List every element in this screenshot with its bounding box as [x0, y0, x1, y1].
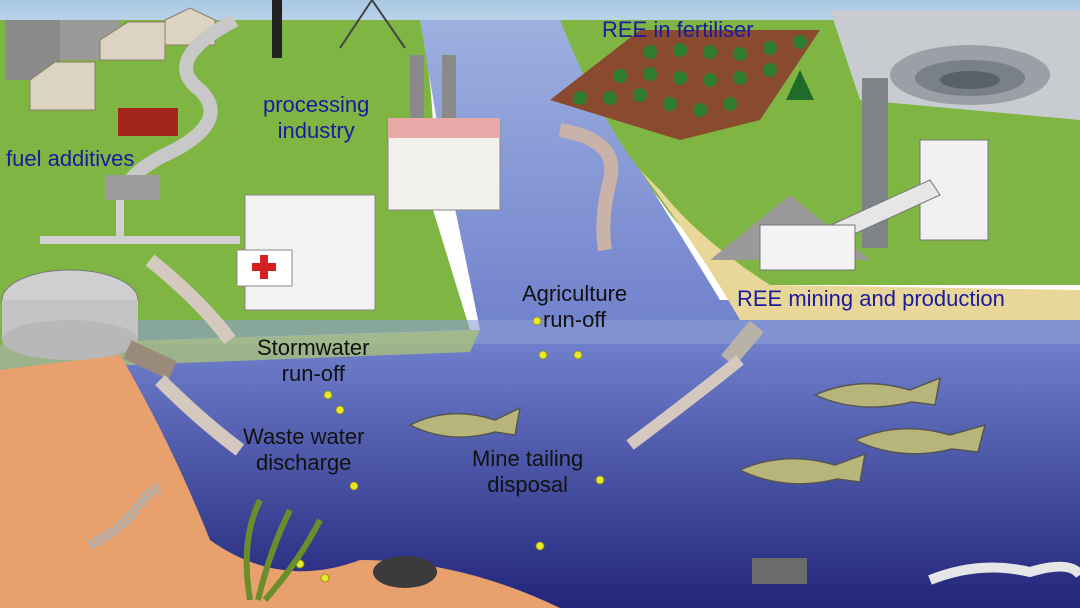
- ree-fertiliser-text: REE in fertiliser: [602, 17, 754, 42]
- right-beach: [640, 170, 1080, 320]
- fuel-additives-text: fuel additives: [6, 146, 135, 171]
- worm: [87, 483, 162, 550]
- stormwater-line2: run-off: [281, 361, 345, 387]
- agriculture-line2: run-off: [542, 307, 607, 333]
- house-1: [29, 61, 96, 111]
- fish-1: [408, 406, 522, 438]
- underwater-vehicle: [752, 558, 807, 584]
- ree-mining-label: REE mining and production: [737, 286, 1005, 312]
- factory-chimney-1: [410, 55, 424, 135]
- agriculture-line1: Agriculture: [522, 281, 628, 306]
- agriculture-runoff-label: Agriculture run-off: [522, 281, 627, 334]
- road: [117, 13, 239, 202]
- processing-industry-line2: industry: [277, 118, 355, 144]
- mine-tailing-line2: disposal: [487, 472, 568, 498]
- wastewater-line2: discharge: [256, 450, 352, 476]
- pipes: [40, 200, 240, 244]
- outflow-pipe: [123, 340, 177, 380]
- fish-3: [853, 423, 987, 455]
- seabed: [0, 355, 560, 608]
- power-pylon: [339, 0, 406, 49]
- ree-fertiliser-label: REE in fertiliser: [602, 17, 754, 43]
- red-cross: [252, 255, 276, 279]
- fertiliser-runoff-arrow: [558, 123, 619, 252]
- farm-field: [550, 30, 820, 140]
- pine-tree: [786, 70, 814, 100]
- stormwater-runoff-label: Stormwater run-off: [257, 335, 369, 388]
- plume: [928, 561, 1080, 585]
- wastewater-discharge-label: Waste water discharge: [243, 424, 364, 477]
- ree-mining-text: REE mining and production: [737, 286, 1005, 311]
- stormwater-line1: Stormwater: [257, 335, 370, 360]
- fish-group: [408, 376, 987, 485]
- processing-industry-line1: processing: [263, 92, 370, 117]
- factory-roof: [388, 118, 500, 138]
- mine-tailing-arrow: [626, 355, 744, 450]
- fish-4: [738, 452, 866, 485]
- fire-truck: [118, 108, 178, 136]
- processing-industry-label: processing industry: [263, 92, 369, 145]
- ree-particles: [295, 316, 605, 583]
- storm-drain-grate: [105, 175, 160, 200]
- wastewater-arrow: [155, 375, 245, 456]
- fish-2: [813, 376, 941, 408]
- crusher-building: [759, 224, 856, 271]
- mussels: [373, 556, 437, 588]
- wastewater-line1: Waste water: [243, 424, 365, 449]
- mine-outflow-pipe: [720, 320, 764, 367]
- wind-turbine: [272, 0, 282, 58]
- crop-plants: [573, 35, 807, 117]
- factory-chimney-2: [442, 55, 456, 135]
- mine-tailing-line1: Mine tailing: [472, 446, 584, 471]
- stormwater-arrow: [145, 254, 236, 345]
- fuel-additives-label: fuel additives: [6, 146, 134, 172]
- mine-tailing-disposal-label: Mine tailing disposal: [472, 446, 583, 499]
- seaweed: [243, 498, 323, 602]
